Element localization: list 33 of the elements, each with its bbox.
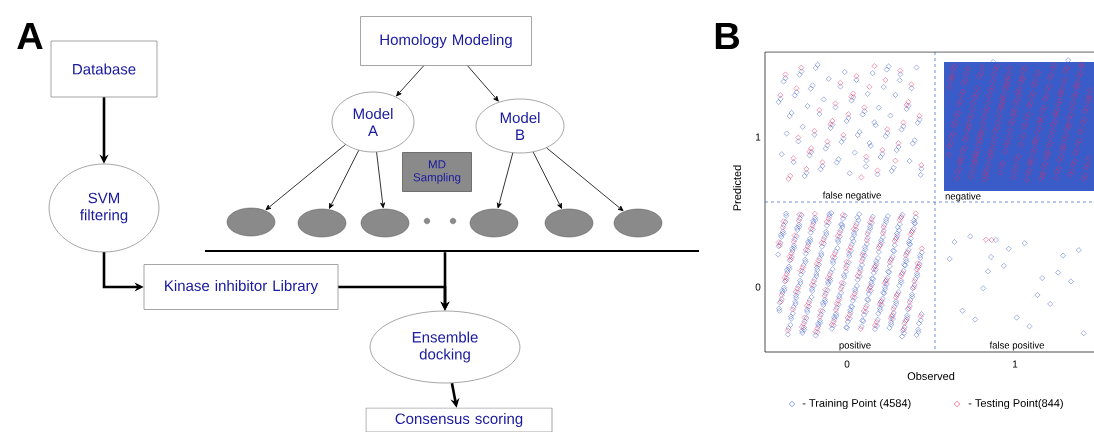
- process-box: Consensus scoring: [365, 407, 553, 432]
- structure-ellipse: [360, 208, 410, 238]
- process-box: Kinase inhibitor Library: [143, 264, 339, 310]
- quadrant-label: false positive: [989, 341, 1045, 351]
- axis-title: Observed: [907, 371, 955, 381]
- process-box: Database: [50, 40, 158, 98]
- structure-ellipse: [297, 208, 347, 238]
- quadrant-label: negative: [945, 192, 981, 202]
- panel-letter: A: [17, 22, 43, 50]
- arrow: [329, 150, 360, 209]
- legend-label: - Training Point (4584): [802, 398, 911, 410]
- quadrant-label: positive: [839, 341, 871, 351]
- tick-label: 1: [756, 133, 761, 141]
- structure-ellipse: [226, 207, 276, 237]
- arrow: [376, 151, 386, 209]
- arrow: [467, 65, 499, 102]
- quadrant-label: false negative: [822, 191, 881, 201]
- structure-ellipse: [544, 208, 594, 238]
- arrow: [546, 147, 624, 212]
- tick-label: 0: [755, 283, 761, 291]
- arrow: [396, 65, 425, 97]
- structure-ellipse: [613, 208, 663, 238]
- arrow: [496, 152, 514, 209]
- process-box: Homology Modeling: [360, 16, 532, 66]
- tick-label: 1: [1013, 360, 1018, 368]
- arrow: [265, 144, 346, 211]
- structure-ellipse: [469, 208, 519, 238]
- legend-label: - Testing Point(844): [968, 398, 1063, 410]
- arrow: [532, 151, 563, 209]
- axis-title: Predicted: [732, 165, 742, 211]
- tick-label: 0: [844, 360, 850, 368]
- sampling-box: MD Sampling: [402, 152, 472, 192]
- panel-letter: B: [715, 22, 739, 50]
